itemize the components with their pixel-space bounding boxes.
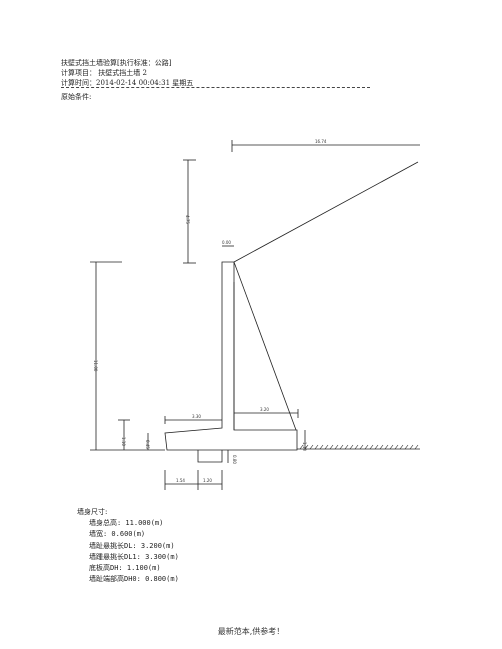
label-top-mark: 0.00 — [222, 240, 231, 245]
wall-stem — [164, 261, 298, 451]
dim-item: 墙踵悬挑长DL1: 3.300(m) — [89, 552, 179, 561]
header-title: 扶壁式挡土墙验算[执行标准：公路] — [61, 59, 172, 67]
hatch-mark — [354, 444, 359, 450]
hatch-mark — [384, 444, 389, 450]
label-toe-height: 0.45 — [145, 440, 150, 449]
label-base-right: 1.10 — [302, 442, 307, 451]
document-header: 扶壁式挡土墙验算[执行标准：公路] 计算项目： 扶壁式挡土墙 2 计算时间：20… — [61, 58, 193, 88]
label-heel-width: 3.20 — [260, 407, 269, 412]
header-project: 计算项目： 扶壁式挡土墙 2 — [61, 69, 147, 77]
hatch-mark — [399, 444, 404, 450]
hatch-mark — [319, 444, 324, 450]
dim-item: 底板高DH: 1.100(m) — [89, 564, 161, 573]
page-footer: 最新范本,供参考！ — [217, 627, 285, 636]
hatch-mark — [334, 444, 339, 450]
counterfort-line — [233, 261, 297, 431]
wall-dimensions: 墙身尺寸: 墙身总高: 11.000(m) 墙宽: 0.600(m) 墙趾悬挑长… — [77, 507, 179, 586]
hatch-mark — [379, 444, 384, 450]
section-title: 原始条件: — [61, 93, 92, 101]
ground-hatch — [299, 444, 419, 450]
hatch-mark — [404, 444, 409, 450]
label-bottom-a: 1.54 — [176, 478, 185, 483]
hatch-mark — [344, 444, 349, 450]
hatch-mark — [309, 444, 314, 450]
hatch-mark — [299, 444, 304, 450]
label-soil-height: 4.75 — [185, 215, 190, 224]
hatch-mark — [409, 444, 414, 450]
hatch-mark — [364, 444, 369, 450]
backfill-slope-line — [233, 161, 419, 263]
shear-key — [197, 450, 223, 463]
header-time: 计算时间：2014-02-14 00:04:31 星期五 — [61, 79, 194, 87]
dimensions-title: 墙身尺寸: — [77, 508, 108, 516]
dim-item: 墙身总高: 11.000(m) — [89, 519, 164, 527]
hatch-mark — [389, 444, 394, 450]
hatch-mark — [304, 444, 309, 450]
label-toe-left: 1.10 — [121, 437, 126, 446]
hatch-mark — [314, 444, 319, 450]
hatch-mark — [329, 444, 334, 450]
label-wall-height: 11.00 — [93, 360, 98, 372]
hatch-mark — [394, 444, 399, 450]
header-divider — [61, 87, 370, 88]
hatch-mark — [369, 444, 374, 450]
hatch-mark — [359, 444, 364, 450]
hatch-mark — [324, 444, 329, 450]
dim-item: 墙趾悬挑长DL: 3.200(m) — [89, 541, 175, 550]
dim-item: 墙宽: 0.600(m) — [89, 530, 146, 539]
hatch-mark — [374, 444, 379, 450]
label-top-width: 16.74 — [315, 139, 327, 144]
label-toe-width: 3.30 — [192, 414, 201, 419]
label-key-depth: 0.80 — [232, 455, 237, 464]
hatch-mark — [414, 444, 419, 450]
hatch-mark — [349, 444, 354, 450]
label-bottom-b: 1.20 — [203, 478, 212, 483]
dim-item: 墙趾端部高DH0: 0.800(m) — [89, 575, 179, 584]
hatch-mark — [339, 444, 344, 450]
